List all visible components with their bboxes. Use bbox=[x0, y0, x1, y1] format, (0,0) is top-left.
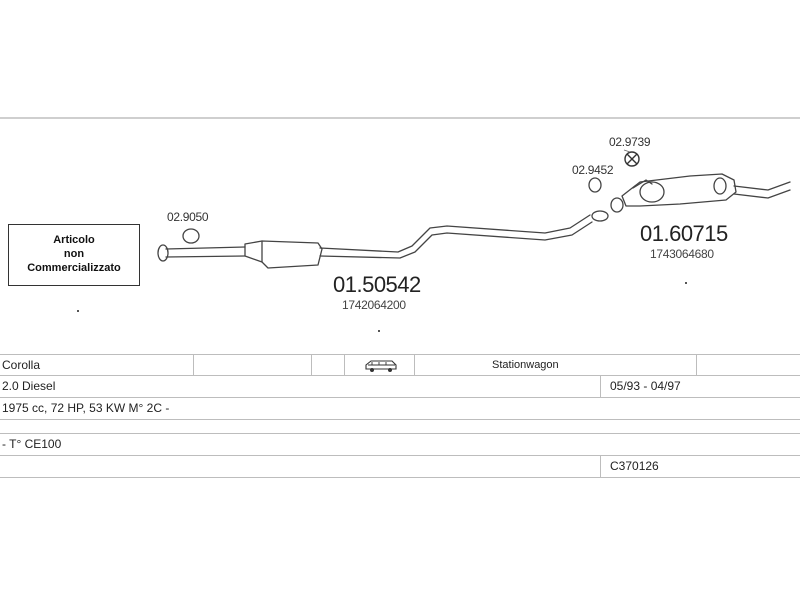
production-cell: 05/93 - 04/97 bbox=[610, 379, 681, 393]
gasket-rear-label[interactable]: 02.9452 bbox=[572, 163, 614, 177]
table-row-model: Corolla Stationwagon bbox=[0, 354, 800, 376]
top-border bbox=[0, 117, 800, 119]
not-sold-line-3: Commercializzato bbox=[27, 262, 121, 274]
table-row-blank bbox=[0, 420, 800, 434]
marker-dot bbox=[77, 310, 79, 312]
catalog-code-cell: C370126 bbox=[610, 459, 659, 473]
front-flange bbox=[157, 244, 169, 262]
engine-cell: 2.0 Diesel bbox=[2, 379, 56, 393]
tail-pipe bbox=[733, 181, 791, 199]
column-divider bbox=[414, 355, 415, 375]
not-sold-line-1: Articolo bbox=[53, 234, 95, 246]
middle-silencer bbox=[244, 240, 323, 269]
body-type-cell: Stationwagon bbox=[492, 359, 559, 371]
rubber-mount-symbol bbox=[624, 151, 640, 167]
column-divider bbox=[193, 355, 194, 375]
rear-silencer bbox=[621, 173, 737, 207]
table-row-specs: 1975 cc, 72 HP, 53 KW M° 2C - bbox=[0, 398, 800, 420]
column-divider bbox=[600, 376, 601, 397]
station-wagon-icon bbox=[365, 360, 397, 372]
vehicle-body-icon bbox=[364, 359, 398, 373]
table-row-engine-code: - T° CE100 bbox=[0, 434, 800, 456]
front-pipe bbox=[165, 246, 246, 258]
table-row-catalog: C370126 bbox=[0, 456, 800, 478]
table-row-engine: 2.0 Diesel 05/93 - 04/97 bbox=[0, 376, 800, 398]
engine-code-cell: - T° CE100 bbox=[2, 437, 62, 451]
gasket-rear-ring bbox=[588, 177, 602, 193]
not-sold-line-2: non bbox=[63, 248, 85, 260]
marker-dot bbox=[685, 282, 687, 284]
vehicle-data-table: Corolla Stationwagon 2.0 Diesel 05/93 - … bbox=[0, 354, 800, 478]
exhaust-system-diagram bbox=[157, 149, 791, 269]
rear-silencer-number[interactable]: 01.60715 bbox=[640, 221, 728, 246]
middle-pipe bbox=[319, 214, 593, 259]
rear-silencer-oem: 1743064680 bbox=[650, 247, 714, 261]
gasket-front-label[interactable]: 02.9050 bbox=[167, 210, 209, 224]
specs-cell: 1975 cc, 72 HP, 53 KW M° 2C - bbox=[2, 401, 170, 415]
column-divider bbox=[311, 355, 312, 375]
middle-section-oem: 1742064200 bbox=[342, 298, 406, 312]
marker-dot bbox=[378, 330, 380, 332]
column-divider bbox=[344, 355, 345, 375]
not-sold-box: Articolo non Commercializzato bbox=[8, 224, 140, 286]
column-divider bbox=[600, 456, 601, 477]
model-cell: Corolla bbox=[2, 358, 41, 372]
rear-flange bbox=[591, 210, 609, 222]
rubber-mount-label[interactable]: 02.9739 bbox=[609, 135, 651, 149]
gasket-front-ring bbox=[182, 228, 200, 244]
middle-section-number[interactable]: 01.50542 bbox=[333, 272, 421, 297]
column-divider bbox=[696, 355, 697, 375]
